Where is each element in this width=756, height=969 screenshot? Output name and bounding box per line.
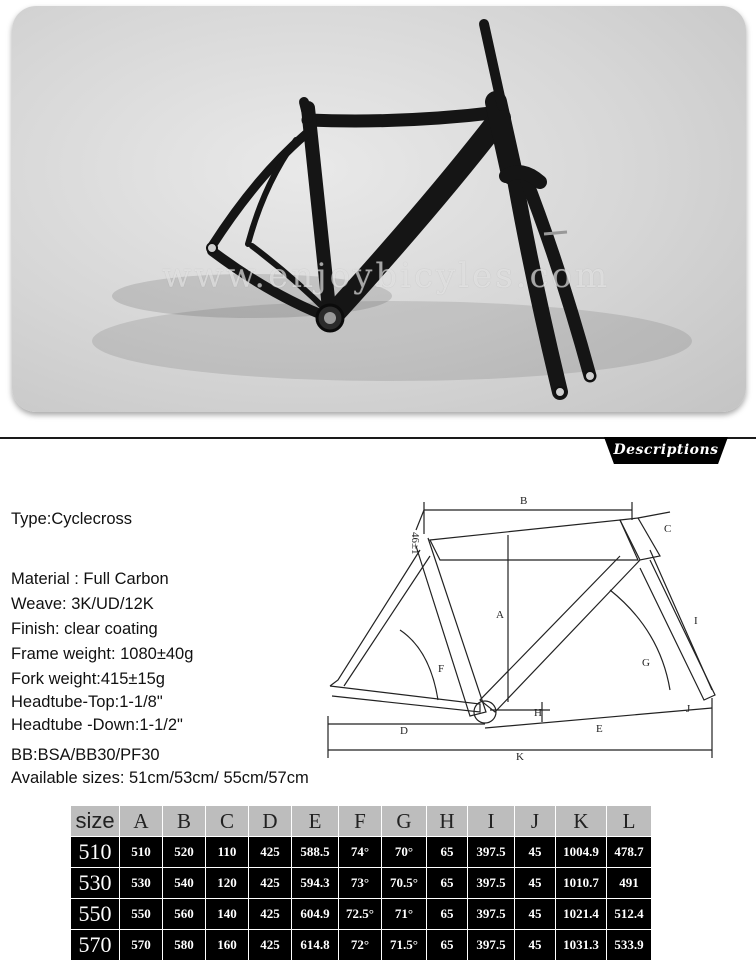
table-cell: 550 (70, 898, 120, 930)
table-header-cell: I (467, 805, 515, 837)
table-cell: 73° (338, 867, 382, 899)
table-cell: 70.5° (381, 867, 427, 899)
table-header-cell: C (205, 805, 249, 837)
table-cell: 71° (381, 898, 427, 930)
table-cell: 570 (70, 929, 120, 961)
table-cell: 45 (514, 867, 556, 899)
dim-label-d: D (400, 725, 408, 737)
dim-label-c: C (664, 523, 671, 535)
table-cell: 550 (119, 898, 163, 930)
table-header-cell: D (248, 805, 292, 837)
table-header-cell: A (119, 805, 163, 837)
table-cell: 580 (162, 929, 206, 961)
table-cell: 397.5 (467, 836, 515, 868)
watermark-text: www.enjoybicyles.com (162, 256, 611, 296)
table-cell: 520 (162, 836, 206, 868)
spec-type: Type:Cyclecross (11, 510, 133, 528)
table-cell: 510 (70, 836, 120, 868)
descriptions-tab: Descriptions (604, 437, 728, 464)
table-cell: 560 (162, 898, 206, 930)
table-cell: 72° (338, 929, 382, 961)
table-cell: 45 (514, 836, 556, 868)
table-header-cell: F (338, 805, 382, 837)
bike-frame-illustration (92, 19, 692, 400)
table-cell: 45 (514, 898, 556, 930)
table-cell: 510 (119, 836, 163, 868)
table-cell: 65 (426, 867, 468, 899)
table-header-cell: size (70, 805, 120, 837)
table-row: 550 550 560 140 425 604.9 72.5° 71° 65 3… (70, 898, 652, 930)
table-cell: 594.3 (291, 867, 339, 899)
table-cell: 65 (426, 898, 468, 930)
dim-label-offset: 46±1 (409, 532, 421, 555)
table-cell: 604.9 (291, 898, 339, 930)
table-cell: 491 (606, 867, 652, 899)
table-cell: 530 (119, 867, 163, 899)
table-header-row: size A B C D E F G H I J K L (70, 805, 652, 837)
dim-label-a: A (496, 609, 504, 621)
table-header-cell: J (514, 805, 556, 837)
table-cell: 570 (119, 929, 163, 961)
table-cell: 1004.9 (555, 836, 607, 868)
spec-headtube-down: Headtube -Down:1-1/2" (11, 716, 183, 734)
spec-fork-weight: Fork weight:415±15g (11, 670, 165, 688)
table-cell: 425 (248, 836, 292, 868)
table-cell: 65 (426, 929, 468, 961)
spec-finish: Finish: clear coating (11, 620, 158, 638)
table-cell: 588.5 (291, 836, 339, 868)
dim-label-k: K (516, 751, 524, 763)
table-cell: 540 (162, 867, 206, 899)
table-header-cell: G (381, 805, 427, 837)
spec-available-sizes: Available sizes: 51cm/53cm/ 55cm/57cm (11, 769, 309, 787)
table-header-cell: K (555, 805, 607, 837)
geometry-diagram: B A C D E F G H I J K 46±1 (327, 495, 716, 763)
dim-label-g: G (642, 657, 650, 669)
table-header-cell: H (426, 805, 468, 837)
dim-label-h: H (534, 707, 542, 719)
table-cell: 70° (381, 836, 427, 868)
spec-headtube-top: Headtube-Top:1-1/8" (11, 693, 163, 711)
product-photo: www.enjoybicyles.com (12, 6, 746, 412)
table-header-cell: B (162, 805, 206, 837)
table-cell: 110 (205, 836, 249, 868)
table-cell: 397.5 (467, 898, 515, 930)
spec-material: Material : Full Carbon (11, 570, 169, 588)
table-cell: 1031.3 (555, 929, 607, 961)
table-cell: 74° (338, 836, 382, 868)
table-cell: 614.8 (291, 929, 339, 961)
dim-label-b: B (520, 495, 527, 507)
table-row: 530 530 540 120 425 594.3 73° 70.5° 65 3… (70, 867, 652, 899)
table-header-cell: E (291, 805, 339, 837)
table-header-cell: L (606, 805, 652, 837)
spec-bottom-bracket: BB:BSA/BB30/PF30 (11, 746, 160, 764)
dim-label-j: J (686, 703, 691, 715)
table-row: 510 510 520 110 425 588.5 74° 70° 65 397… (70, 836, 652, 868)
table-cell: 425 (248, 898, 292, 930)
table-cell: 478.7 (606, 836, 652, 868)
table-cell: 72.5° (338, 898, 382, 930)
spec-frame-weight: Frame weight: 1080±40g (11, 645, 194, 663)
table-cell: 160 (205, 929, 249, 961)
dim-label-e: E (596, 723, 603, 735)
table-cell: 45 (514, 929, 556, 961)
table-cell: 397.5 (467, 929, 515, 961)
table-cell: 530 (70, 867, 120, 899)
table-cell: 425 (248, 929, 292, 961)
table-cell: 140 (205, 898, 249, 930)
table-cell: 71.5° (381, 929, 427, 961)
dim-label-f: F (438, 663, 444, 675)
table-cell: 425 (248, 867, 292, 899)
dim-label-i: I (694, 615, 698, 627)
geometry-table: size A B C D E F G H I J K L 510 510 520… (70, 805, 652, 961)
section-divider (0, 437, 756, 439)
table-cell: 120 (205, 867, 249, 899)
table-cell: 533.9 (606, 929, 652, 961)
table-cell: 512.4 (606, 898, 652, 930)
table-cell: 1010.7 (555, 867, 607, 899)
spec-weave: Weave: 3K/UD/12K (11, 595, 154, 613)
table-row: 570 570 580 160 425 614.8 72° 71.5° 65 3… (70, 929, 652, 961)
table-cell: 397.5 (467, 867, 515, 899)
table-cell: 65 (426, 836, 468, 868)
table-cell: 1021.4 (555, 898, 607, 930)
